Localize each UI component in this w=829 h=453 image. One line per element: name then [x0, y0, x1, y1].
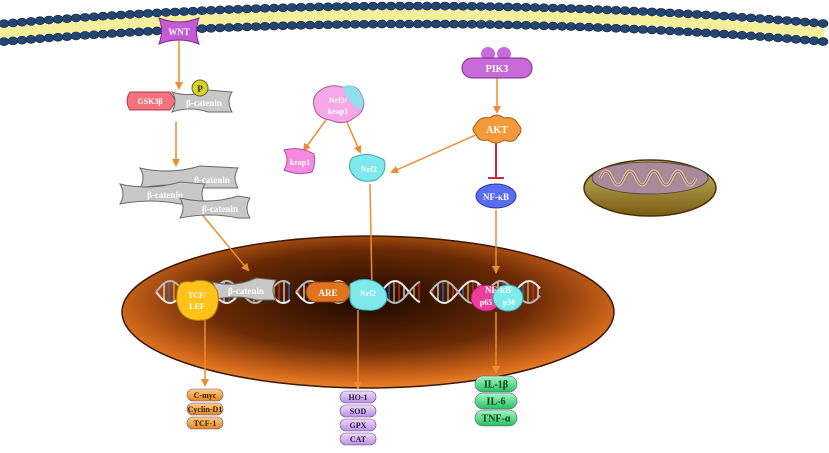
nfkb-node: NF-κB	[475, 183, 517, 209]
nrf2-node: Nrf2	[348, 154, 386, 182]
oxid-products-label: CAT	[350, 435, 367, 444]
nrf2-keap1-label-line2: keap1	[328, 107, 348, 116]
wnt-products-label: TCF-1	[194, 419, 217, 428]
wnt-products-label: C-myc	[194, 391, 217, 400]
bcatenin-2-label: β-catenin	[147, 190, 183, 200]
nrf2-nuclear-label: Nrf2	[360, 289, 376, 298]
wnt-node: WNT	[158, 17, 200, 45]
tcf-lef-node: TCF/ LEF	[176, 279, 219, 321]
gsk3b-node: GSK3β	[126, 91, 177, 111]
mitochondrion	[583, 159, 717, 217]
bcatenin-1-label: β-catenin	[194, 175, 230, 185]
nrf2-keap1-node: Nrf2/ keap1	[313, 85, 365, 124]
bcatenin-stack: β-catenin β-catenin β-catenin	[118, 165, 251, 219]
are-node: ARE	[305, 281, 351, 303]
keap1-label: keap1	[290, 158, 310, 167]
keap1-node: keap1	[283, 148, 316, 175]
tcf-lef-label-line2: LEF	[189, 302, 205, 311]
are-label: ARE	[318, 288, 337, 298]
oxid-products-pill	[339, 432, 377, 446]
nucleus	[121, 235, 615, 389]
wnt-label: WNT	[168, 27, 190, 37]
nrf2-label: Nrf2	[361, 165, 377, 174]
cytokine-products-pill	[474, 409, 518, 427]
phosphate-label: P	[197, 84, 203, 94]
cytokine-products-label: IL-1β	[484, 380, 508, 391]
wnt-products-pill	[186, 402, 224, 416]
p50-label: p50	[503, 298, 515, 307]
cytokine-products-label: IL-6	[487, 397, 506, 408]
wnt-products-pill	[186, 388, 224, 402]
oxid-products-pill	[339, 418, 377, 432]
wnt-products-label: Cyclin-D1	[188, 405, 223, 414]
oxid-products-label: GPX	[350, 421, 367, 430]
oxid-products-label: HO-1	[348, 393, 367, 402]
nfkb-label: NF-κB	[483, 192, 509, 202]
tcf-lef-label-line1: TCF/	[188, 291, 207, 300]
cell-membrane	[0, 1, 829, 46]
bcatenin-label: β-catenin	[186, 98, 222, 108]
oxid-products-pill	[339, 404, 377, 418]
bcatenin-3-label: β-catenin	[202, 204, 238, 214]
akt-nfkb-inhibition	[488, 140, 504, 179]
nfkb-nuclear-node: NF-kB p65 p50	[470, 284, 524, 312]
oxid-products-pill	[339, 390, 377, 404]
oxid-products-label: SOD	[350, 407, 367, 416]
wnt-products-pill	[186, 416, 224, 430]
cytokine-products-label: TNF-α	[482, 414, 511, 425]
pik3-node: PIK3	[461, 47, 533, 79]
pathway-arrows	[172, 40, 501, 390]
akt-node: AKT	[472, 114, 522, 144]
bcatenin-nuclear-label: β-catenin	[228, 286, 264, 296]
nfkb-nuclear-label: NF-kB	[485, 285, 511, 295]
phosphate-node: P	[191, 79, 209, 97]
gsk3b-label: GSK3β	[137, 97, 162, 106]
cytokine-products-pill	[474, 392, 518, 410]
akt-label: AKT	[486, 125, 508, 136]
cytokine-products-pill	[474, 375, 518, 393]
nrf2-keap1-label-line1: Nrf2/	[329, 96, 348, 105]
p65-label: p65	[480, 298, 492, 307]
nrf2-nuclear-node: Nrf2	[349, 278, 388, 311]
pik3-label: PIK3	[486, 64, 509, 75]
